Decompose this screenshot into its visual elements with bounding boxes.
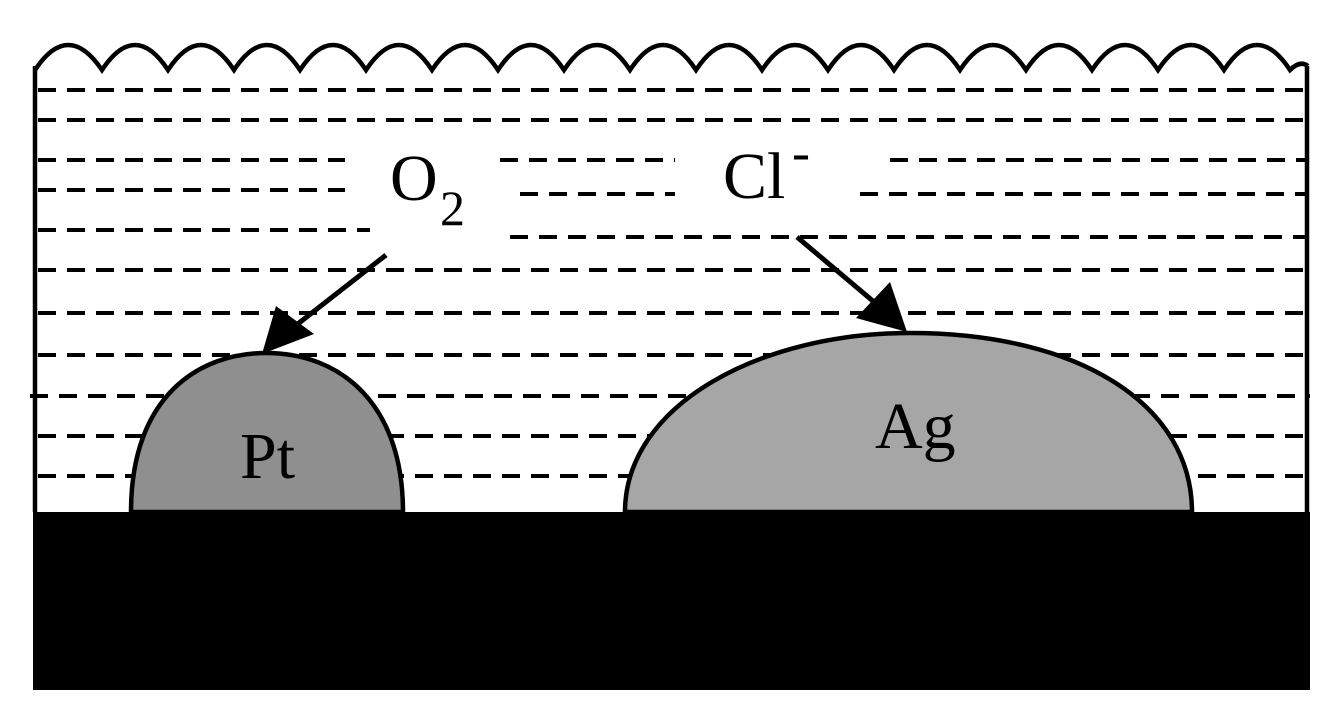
substrate: [33, 512, 1310, 690]
chloride-label: Cl: [723, 140, 785, 213]
chloride-superscript: -: [792, 122, 810, 182]
oxygen-subscript: 2: [440, 180, 465, 236]
silver-label: Ag: [875, 390, 956, 463]
oxygen-label: O: [390, 142, 438, 215]
water-surface: [33, 42, 1310, 75]
platinum-label: Pt: [240, 420, 295, 493]
chloride-arrow: [795, 235, 907, 332]
platinum-droplet: [128, 350, 406, 515]
oxygen-arrow: [262, 253, 388, 354]
silver-droplet: [622, 330, 1195, 515]
